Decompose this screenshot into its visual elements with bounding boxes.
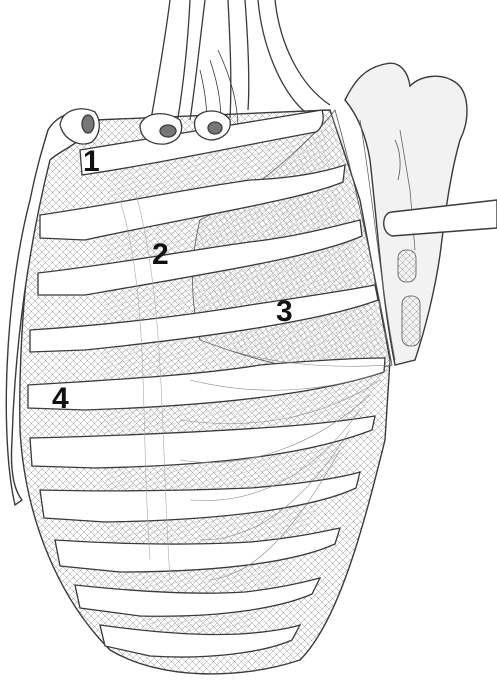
label-3: 3	[276, 297, 293, 327]
rib-heads	[60, 109, 230, 144]
label-2: 2	[152, 240, 169, 270]
label-4: 4	[52, 384, 69, 414]
label-1: 1	[83, 147, 100, 177]
